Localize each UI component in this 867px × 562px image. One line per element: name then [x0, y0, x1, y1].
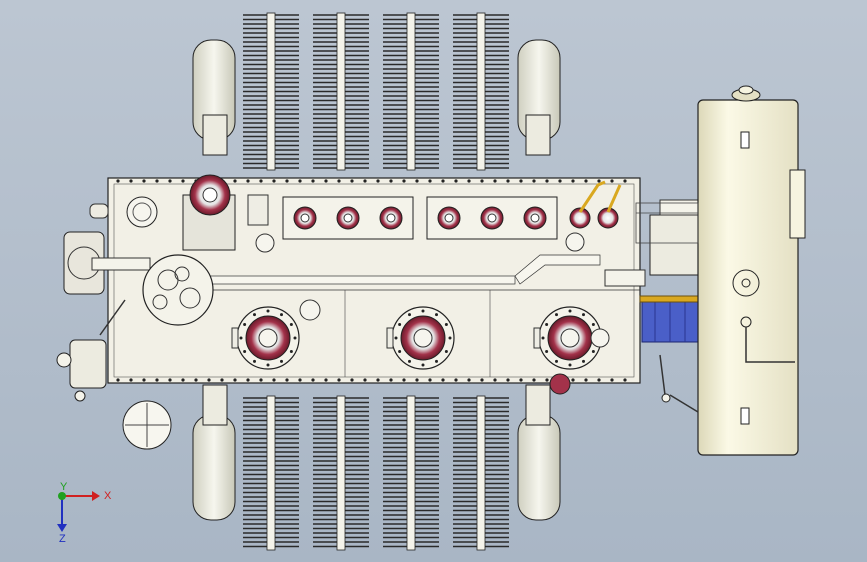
radiator-column — [313, 12, 369, 171]
gauge-top-left — [126, 196, 158, 228]
axis-triad: X Y Z — [57, 482, 112, 544]
z-axis-arrowhead — [57, 524, 67, 532]
gear-wheel — [549, 373, 571, 395]
z-axis-label: Z — [59, 533, 66, 544]
inspection-cover-4 — [590, 328, 610, 348]
radiator-header-pipe — [476, 12, 486, 171]
conservator-tank — [669, 85, 806, 456]
radiator-header-pipe — [266, 395, 276, 551]
y-axis-label: Y — [60, 482, 68, 493]
x-axis-arrowhead — [92, 491, 100, 501]
cooling-fan-top-right — [517, 39, 561, 156]
breather-valve — [89, 203, 109, 219]
neutral-bushing — [182, 174, 269, 251]
radiator-column — [243, 12, 299, 171]
lv-bushing-leads — [569, 180, 622, 229]
radiator-column — [243, 395, 299, 551]
support-leg — [659, 354, 671, 403]
control-cabinet — [604, 199, 703, 287]
oil-pump-left — [63, 231, 151, 295]
cooling-fan-bottom-right — [517, 384, 561, 521]
radiator-header-pipe — [336, 395, 346, 551]
radiator-header-pipe — [336, 12, 346, 171]
hv-bushing-row — [293, 206, 547, 230]
cooling-fan-bottom-left — [192, 384, 236, 521]
radiator-column — [453, 12, 509, 171]
radiator-header-pipe — [406, 395, 416, 551]
radiator-column — [313, 395, 369, 551]
large-bushing-row — [231, 306, 602, 370]
inspection-cover-2 — [299, 299, 321, 321]
conservator-bracket — [635, 202, 699, 244]
large-bushing — [386, 306, 455, 370]
large-bushing — [533, 306, 602, 370]
radiator-column — [453, 395, 509, 551]
inspection-cover-3 — [565, 232, 585, 252]
inspection-cover-1 — [255, 233, 275, 253]
radiator-header-pipe — [476, 395, 486, 551]
cooling-fan-top-left — [192, 39, 236, 156]
cooler-unit-blue — [639, 295, 703, 343]
radiator-bank-top — [243, 12, 509, 171]
y-axis-dot — [58, 492, 66, 500]
tap-changer-assembly — [142, 254, 214, 326]
x-axis-label: X — [104, 490, 112, 502]
radiator-header-pipe — [406, 12, 416, 171]
radiator-header-pipe — [266, 12, 276, 171]
pressure-relief-device — [122, 400, 172, 450]
radiator-column — [383, 12, 439, 171]
radiator-bank-bottom — [243, 395, 509, 551]
cooler-pump-bottom-left — [56, 299, 126, 402]
large-bushing — [231, 306, 300, 370]
radiator-column — [383, 395, 439, 551]
